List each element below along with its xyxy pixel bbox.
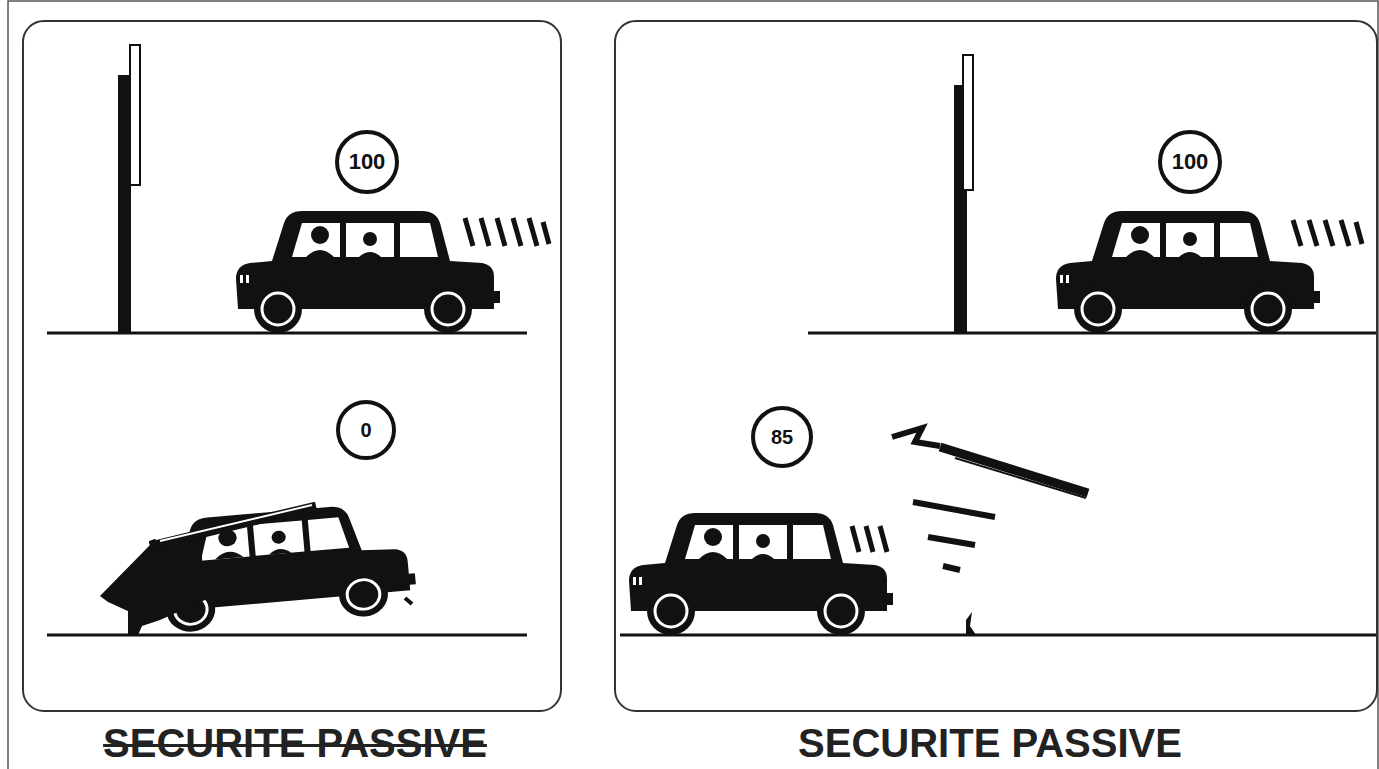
speed-value: 0 [360,419,371,442]
speed-value: 100 [1172,149,1209,175]
speed-value: 85 [771,426,793,449]
speed-circle: 85 [751,406,813,468]
speed-circle: 100 [335,130,399,194]
speed-value: 100 [349,149,386,175]
scenario-panel: SECURITE PASSIVE10085 [614,20,1378,712]
speed-circle: 0 [336,400,396,460]
panel-caption: SECURITE PASSIVE [103,720,487,766]
panel-caption: SECURITE PASSIVE [798,720,1182,766]
speed-circle: 100 [1158,130,1222,194]
scenario-panel: SECURITE PASSIVE1000 [22,20,562,712]
